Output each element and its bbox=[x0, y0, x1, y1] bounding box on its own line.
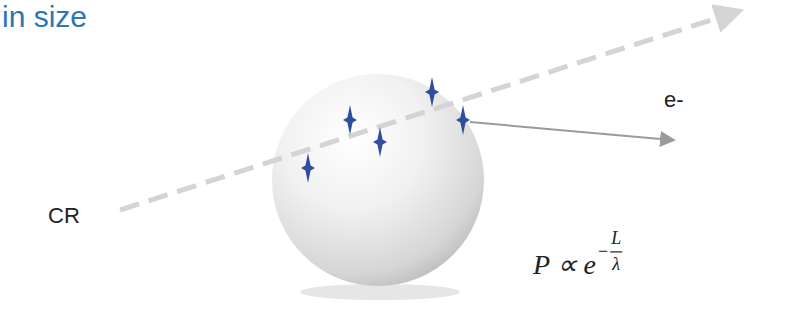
formula-exponent-sign: − bbox=[598, 242, 608, 262]
fraction-bar bbox=[610, 251, 622, 252]
ionization-stars bbox=[301, 77, 470, 183]
formula-base: P ∝ e bbox=[533, 250, 596, 281]
heading-fragment: in size bbox=[2, 0, 87, 33]
formula-numerator: L bbox=[611, 229, 621, 249]
cosmic-ray-label: CR bbox=[48, 204, 80, 228]
sphere-shadow bbox=[300, 284, 460, 300]
formula-denominator: λ bbox=[612, 255, 620, 275]
electron-arrow bbox=[470, 122, 672, 140]
cosmic-ray-track bbox=[120, 14, 730, 210]
electron-label: e- bbox=[664, 88, 684, 112]
